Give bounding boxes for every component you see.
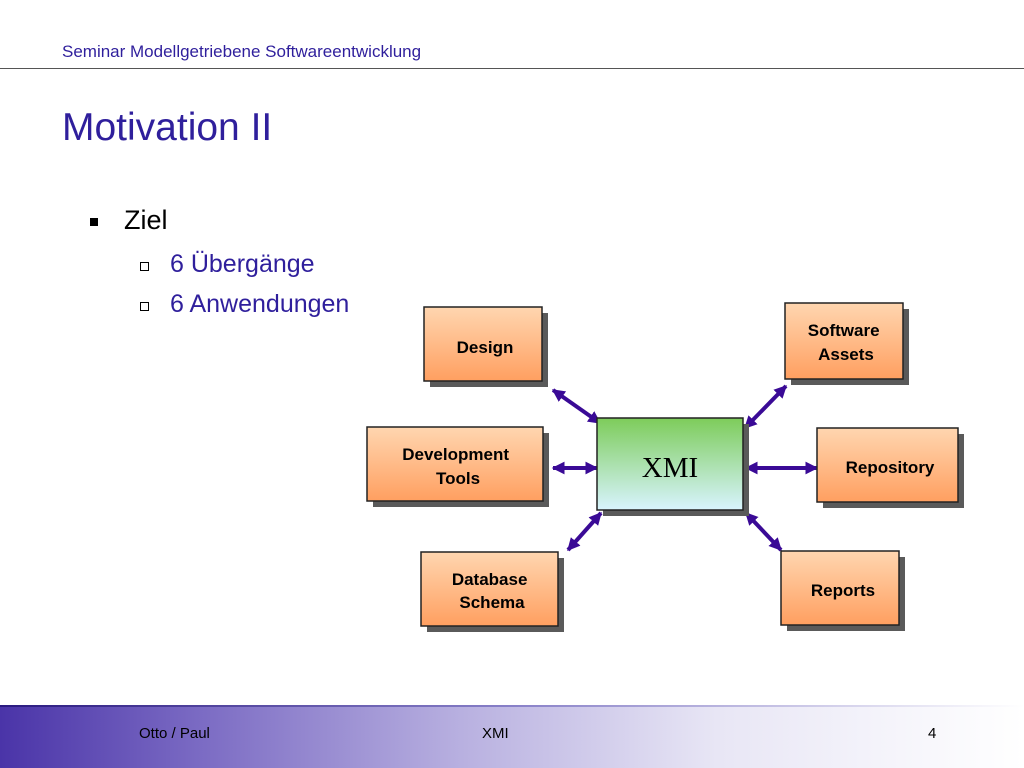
footer-page-number: 4 <box>928 725 937 742</box>
header-divider <box>0 68 1024 69</box>
node-label: Schema <box>459 593 525 612</box>
filled-square-bullet-icon <box>90 218 98 226</box>
footer-authors: Otto / Paul <box>139 725 210 742</box>
connector-arrows <box>551 384 819 552</box>
footer-topic: XMI <box>482 725 509 742</box>
slide-title: Motivation II <box>62 106 273 149</box>
hollow-square-bullet-icon <box>140 302 149 311</box>
node-label: Development <box>402 445 509 464</box>
header-title: Seminar Modellgetriebene Softwareentwick… <box>62 42 422 61</box>
node-xmi-center: XMI <box>596 417 749 516</box>
node-label: Design <box>457 338 514 357</box>
node-design: Design <box>423 306 548 387</box>
arrow-reports <box>744 511 783 552</box>
hollow-square-bullet-icon <box>140 262 149 271</box>
arrow-assets <box>743 384 788 430</box>
svg-text:Development Tools: Development Tools <box>402 445 513 488</box>
node-label: Software <box>808 321 880 340</box>
svg-text:XMI: XMI <box>642 452 698 484</box>
node-label: Repository <box>846 458 935 477</box>
node-label: Assets <box>818 345 874 364</box>
node-software-assets: Software Assets <box>784 302 909 385</box>
node-development-tools: Development Tools <box>366 426 549 507</box>
node-database-schema: Database Schema <box>420 551 564 632</box>
svg-text:Repository: Repository <box>846 458 935 477</box>
svg-text:Software Assets: Software Assets <box>808 321 885 364</box>
node-label: Tools <box>436 469 480 488</box>
footer-band <box>0 705 1024 768</box>
arrow-design <box>551 388 602 425</box>
svg-text:Reports: Reports <box>811 581 875 600</box>
svg-text:Database Schema: Database Schema <box>452 570 532 612</box>
subbullet-text: 6 Übergänge <box>170 250 315 278</box>
center-label: XMI <box>642 452 698 484</box>
node-label: Database <box>452 570 528 589</box>
node-reports: Reports <box>780 550 905 631</box>
node-repository: Repository <box>816 427 964 508</box>
subbullet-text: 6 Anwendungen <box>170 290 350 318</box>
bullet-text: Ziel <box>124 205 168 235</box>
node-label: Reports <box>811 581 875 600</box>
arrow-dbschema <box>566 511 603 552</box>
svg-text:Design: Design <box>457 338 514 357</box>
